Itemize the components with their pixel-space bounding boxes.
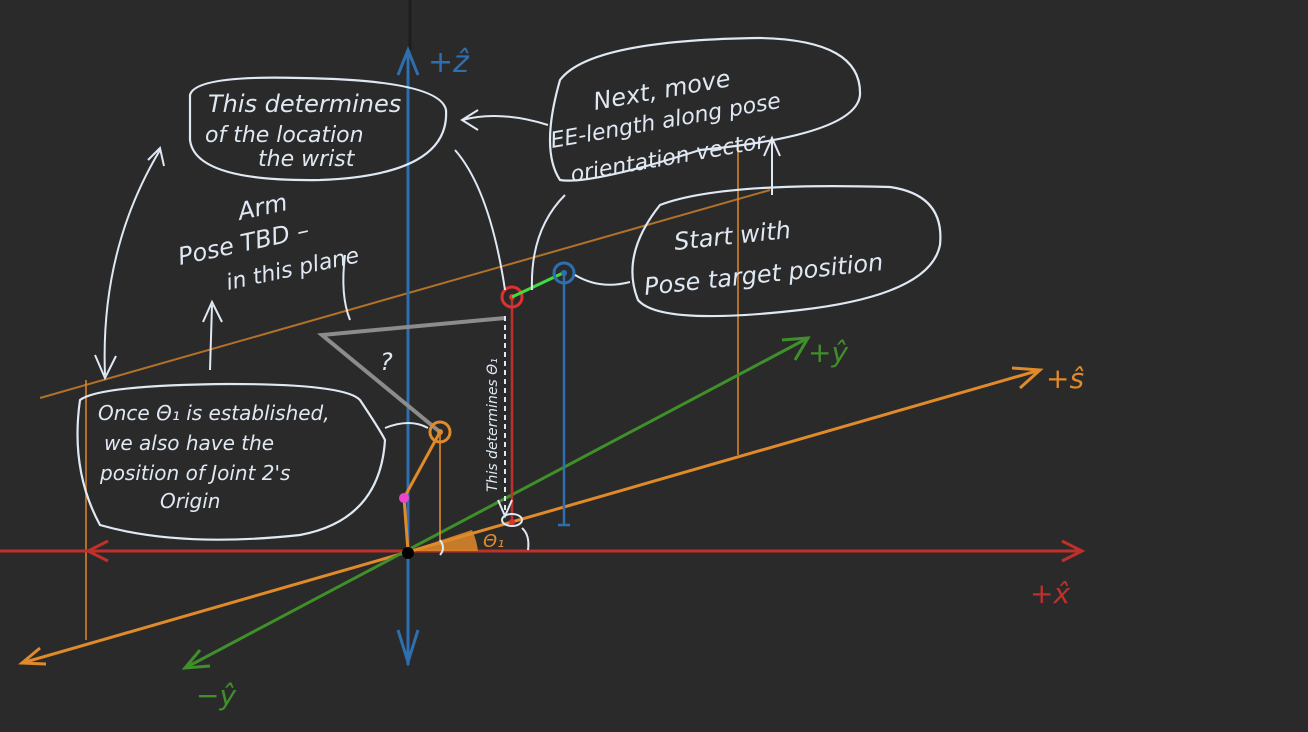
z-axis-label: +ẑ (428, 45, 470, 80)
y-neg-label: −ŷ (196, 679, 236, 712)
next-bubble (548, 36, 862, 182)
start-bubble (631, 185, 942, 318)
wrist-bubble (188, 76, 448, 182)
once-line-4: Origin (160, 489, 220, 513)
theta-label: Θ₁ (483, 531, 504, 552)
x-axis-label: +x̂ (1030, 577, 1070, 610)
joint2-dot (437, 429, 443, 435)
s-axis (18, 366, 1044, 666)
wrist-foot (509, 519, 515, 525)
once-bubble (76, 382, 387, 541)
y-axis (181, 336, 811, 670)
plane-top-edge (39, 189, 771, 399)
x-axis (0, 539, 1086, 563)
once-line-2: we also have the (104, 431, 274, 455)
wrist-line-2: of the location (205, 123, 364, 148)
grey-link (316, 316, 506, 434)
question-mark: ? (380, 348, 393, 376)
link-1 (402, 497, 410, 552)
theta-determines-note: This determines Θ₁ (485, 358, 501, 492)
y-pos-label: +ŷ (808, 336, 848, 369)
target-dot (561, 270, 567, 276)
z-axis (396, 45, 420, 668)
theta-wedge (408, 530, 478, 551)
joint-pink (399, 493, 409, 503)
start-line-2: Pose target position (643, 248, 885, 301)
once-line-1: Once Θ₁ is established, (98, 401, 330, 425)
once-line-3: position of Joint 2's (99, 461, 290, 485)
arm-plane (39, 140, 771, 640)
wrist-line-3: the wrist (258, 147, 356, 172)
s-axis-label: +ŝ (1046, 362, 1084, 395)
connector-arrows (94, 109, 781, 556)
wrist-marker (500, 285, 524, 309)
joint2-marker (428, 420, 452, 444)
wrist-line-1: This determines (208, 90, 401, 118)
start-line-1: Start with (673, 216, 792, 256)
link-2 (402, 431, 442, 499)
target-marker (552, 261, 576, 285)
origin-point (402, 547, 414, 559)
